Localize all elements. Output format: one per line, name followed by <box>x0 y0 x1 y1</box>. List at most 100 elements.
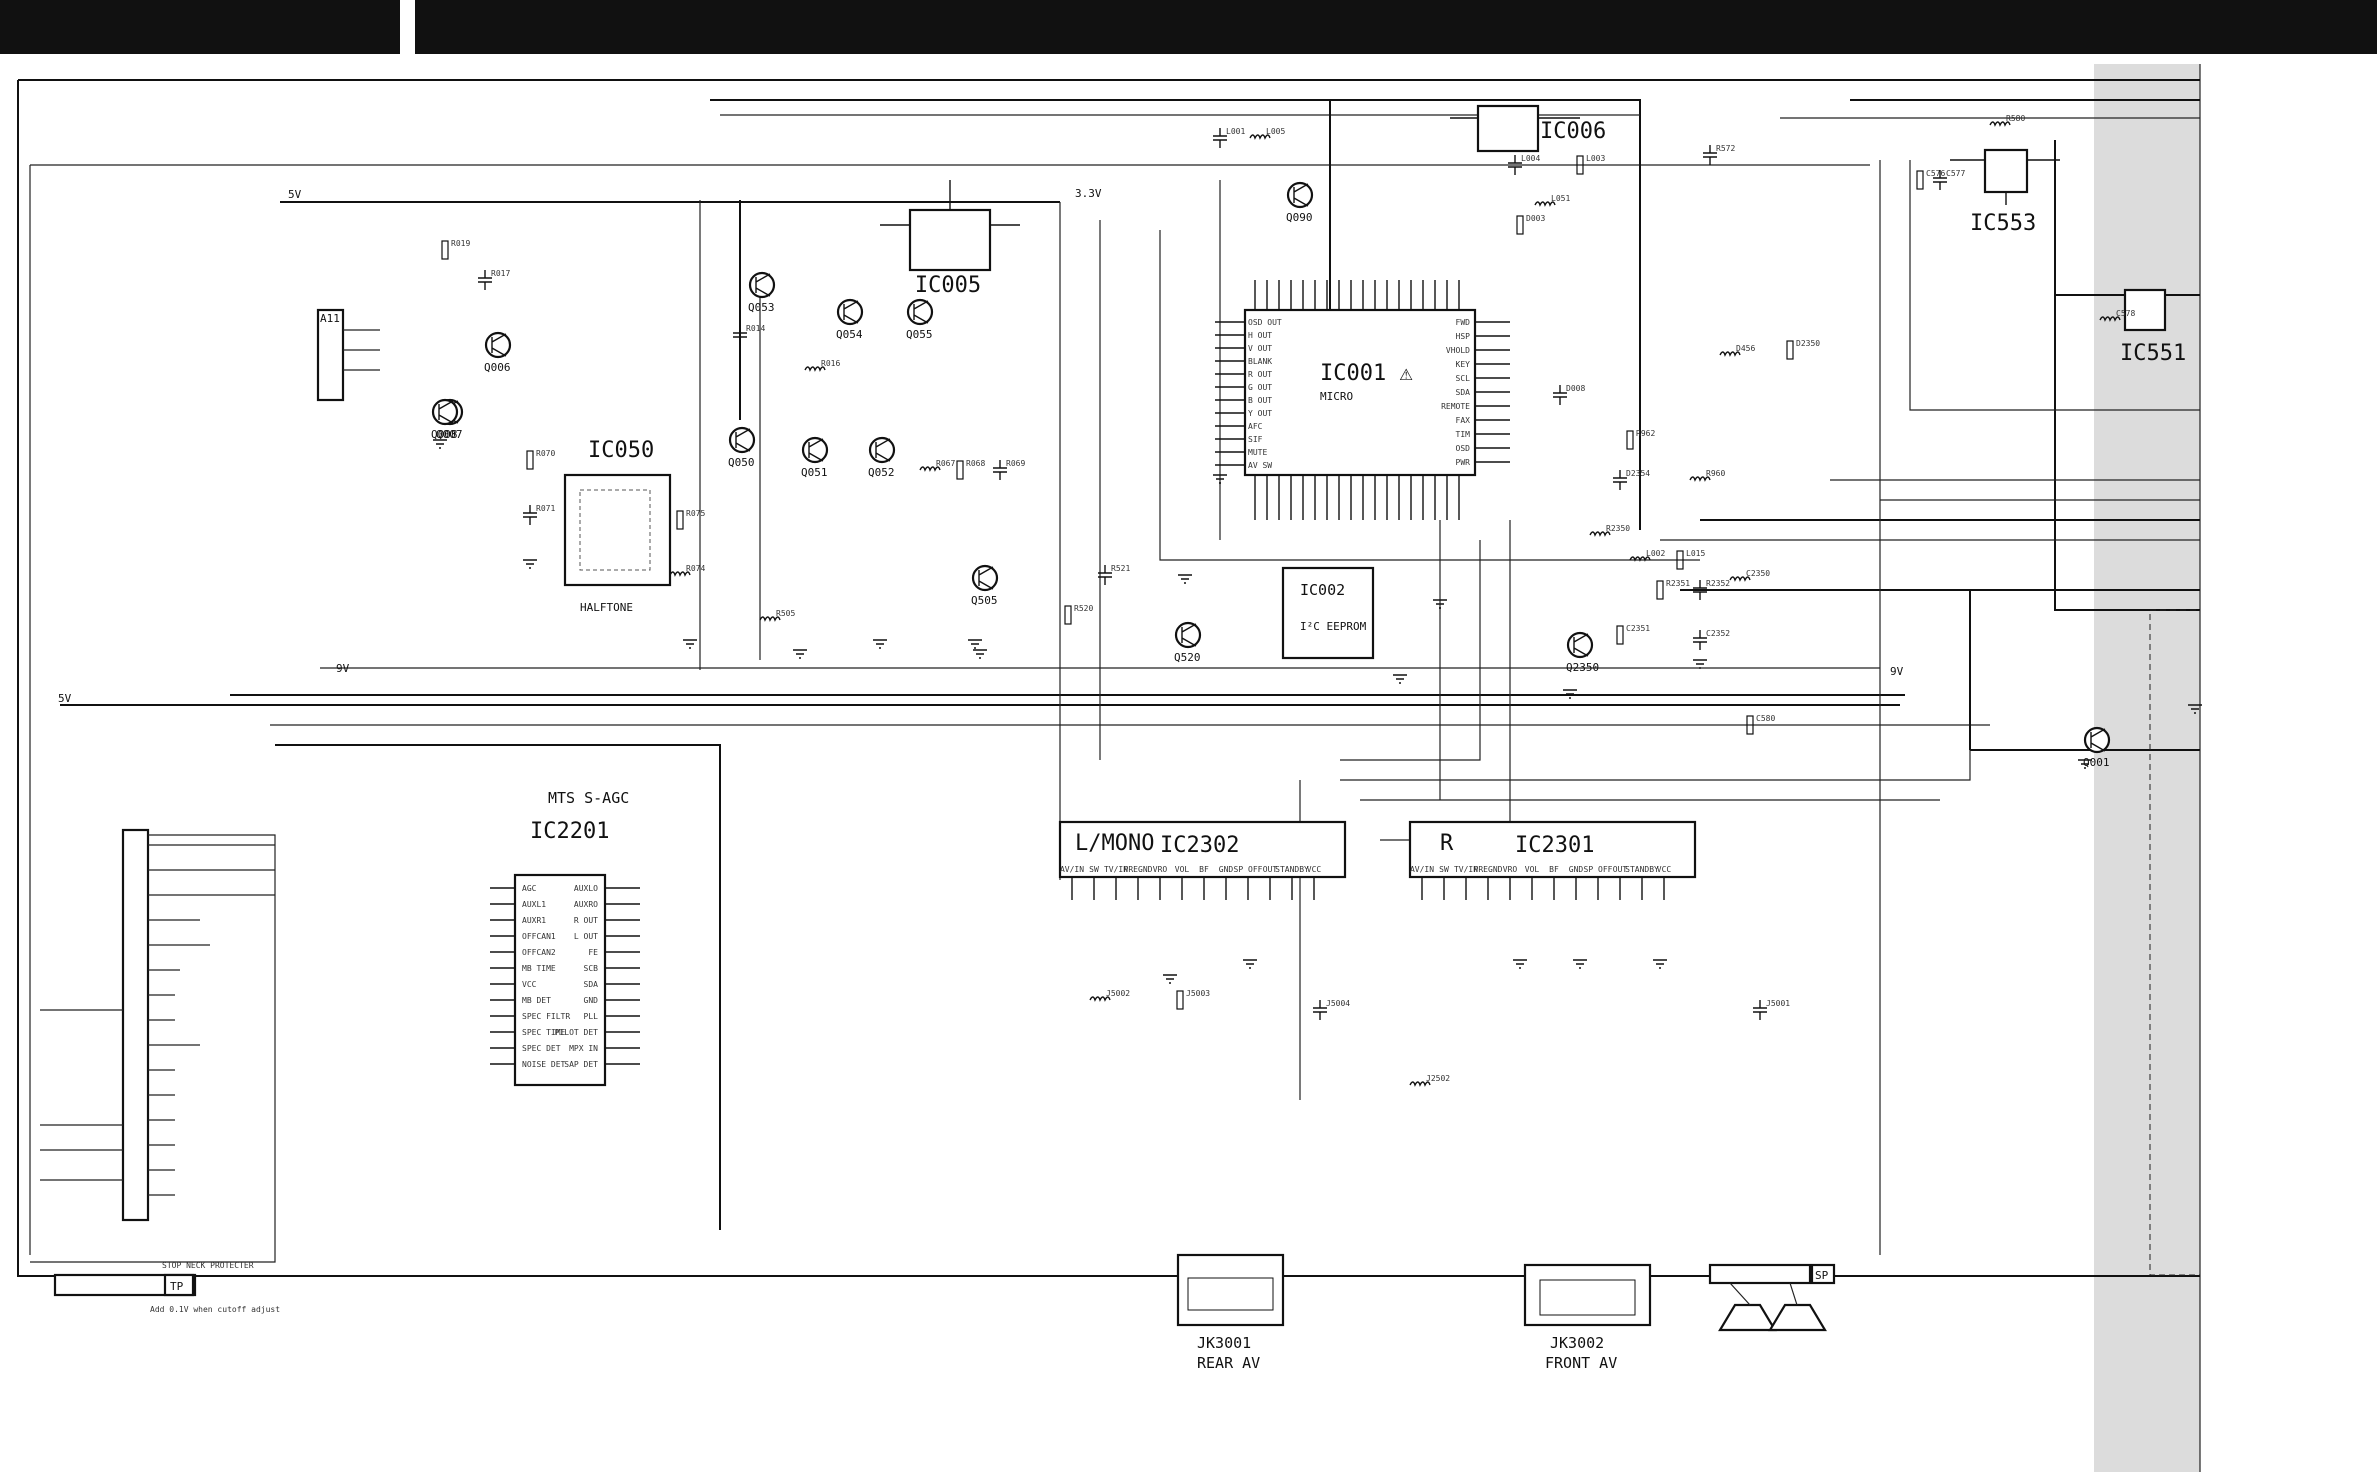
ic006-block: IC006 <box>1450 104 1606 153</box>
component-ref: C2352 <box>1706 629 1730 638</box>
ic002-sub: I²C EEPROM <box>1300 620 1367 633</box>
component-ref: C2350 <box>1746 569 1770 578</box>
ic2201-pin-label: MB DET <box>522 996 551 1005</box>
ic001-pin-label: H OUT <box>1248 331 1272 340</box>
inductor <box>1689 476 1711 482</box>
capacitor <box>478 270 492 290</box>
capacitor <box>523 505 537 525</box>
ic2302-label: IC2302 <box>1160 833 1239 858</box>
ic2201-pin-label: PLL <box>584 1012 599 1021</box>
ic551-label: IC551 <box>2120 341 2186 366</box>
resistor <box>1786 340 1794 360</box>
ic2201-pin-label: AGC <box>522 884 537 893</box>
inductor <box>1729 576 1751 582</box>
audio-ic-pin-label: TV/IN <box>1454 865 1478 874</box>
note-cutoff: Add 0.1V when cutoff adjust <box>150 1305 280 1314</box>
component-ref: R019 <box>451 239 470 248</box>
ic2201-pin-label: MB TIME <box>522 964 556 973</box>
component-ref: L003 <box>1586 154 1605 163</box>
transistor-label: Q520 <box>1174 651 1201 664</box>
tp-label: TP <box>170 1280 184 1293</box>
ground-symbol <box>1178 574 1192 584</box>
ic2201-pin-label: AUXRO <box>574 900 598 909</box>
resistor <box>1616 625 1624 645</box>
resistor <box>1626 430 1634 450</box>
ground-symbol <box>2188 704 2202 714</box>
ic005-label: IC005 <box>915 273 981 298</box>
ic2201-pin-label: OFFCAN2 <box>522 948 556 957</box>
component-ref: R075 <box>686 509 705 518</box>
ground-symbol <box>1573 959 1587 969</box>
ic001-pin-label: TIM <box>1456 430 1471 439</box>
ic553-label: IC553 <box>1970 211 2036 236</box>
ic005-block: IC005 <box>880 180 1020 298</box>
ic2201-pin-label: VCC <box>522 980 537 989</box>
ground-symbol <box>1393 674 1407 684</box>
inductor <box>1089 996 1111 1002</box>
transistor-label: Q052 <box>868 466 895 479</box>
header-bar-left <box>0 0 400 54</box>
transistor-label: Q090 <box>1286 211 1313 224</box>
audio-ic-pin-label: VOL <box>1525 865 1540 874</box>
ic2201-pin-label: PILOT DET <box>555 1028 599 1037</box>
dashed-frame <box>2149 609 2201 1276</box>
resistor <box>1916 170 1924 190</box>
ic2201-pin-label: AUXR1 <box>522 916 546 925</box>
ic2301-sub: R <box>1440 831 1454 856</box>
capacitor <box>1703 145 1717 165</box>
ic2201-pin-label: SPEC DET <box>522 1044 561 1053</box>
component-ref: D456 <box>1736 344 1755 353</box>
ground-symbol <box>1563 689 1577 699</box>
ic050-label: IC050 <box>588 438 654 463</box>
ic2201-pin-label: SPEC FILTR <box>522 1012 570 1021</box>
resistor <box>1516 215 1524 235</box>
component-ref: J5003 <box>1186 989 1210 998</box>
resistor <box>1176 990 1184 1010</box>
ic001-pin-label: OSD OUT <box>1248 318 1282 327</box>
component-ref: R067 <box>936 459 955 468</box>
component-ref: L001 <box>1226 127 1245 136</box>
audio-ic-pin-label: VRO <box>1503 865 1518 874</box>
ground-symbol <box>1653 959 1667 969</box>
ic001-sub: MICRO <box>1320 390 1353 403</box>
ic001-pin-label: V OUT <box>1248 344 1272 353</box>
transistor-body <box>431 398 459 426</box>
inductor <box>2099 316 2121 322</box>
component-ref: C2351 <box>1626 624 1650 633</box>
capacitor <box>1508 155 1522 175</box>
resistor <box>1746 715 1754 735</box>
ground-symbol <box>968 639 982 649</box>
transistor-leads <box>2090 728 2106 752</box>
capacitor <box>1213 128 1227 148</box>
inductor <box>1409 1081 1431 1087</box>
inductor <box>759 616 781 622</box>
component-ref: R960 <box>1706 469 1725 478</box>
component-ref: C577 <box>1946 169 1965 178</box>
ic001-pin-label: FAX <box>1456 416 1471 425</box>
capacitor <box>1753 1000 1767 1020</box>
transistor-body <box>728 426 756 454</box>
ground-symbols <box>433 439 2202 984</box>
jk3001-block: JK3001 REAR AV <box>1176 1253 1285 1372</box>
ground-symbol <box>973 649 987 659</box>
capacitor <box>1693 580 1707 600</box>
ground-symbol <box>793 649 807 659</box>
component-ref: R2350 <box>1606 524 1630 533</box>
ic050-block: IC050 HALFTONE <box>563 438 672 614</box>
transistor-label: Q001 <box>2083 756 2110 769</box>
transistor-body <box>868 436 896 464</box>
ic001-pin-label: G OUT <box>1248 383 1272 392</box>
component-ref: R505 <box>776 609 795 618</box>
component-ref: R520 <box>1074 604 1093 613</box>
ic2201-pin-label: R OUT <box>574 916 598 925</box>
speaker-group: SP <box>1708 1263 1836 1332</box>
resistor <box>1576 155 1584 175</box>
component-ref: R962 <box>1636 429 1655 438</box>
transistor-label: Q2350 <box>1566 661 1599 674</box>
rail-5v-left: 5V <box>58 692 72 705</box>
transistor-label: Q505 <box>971 594 998 607</box>
